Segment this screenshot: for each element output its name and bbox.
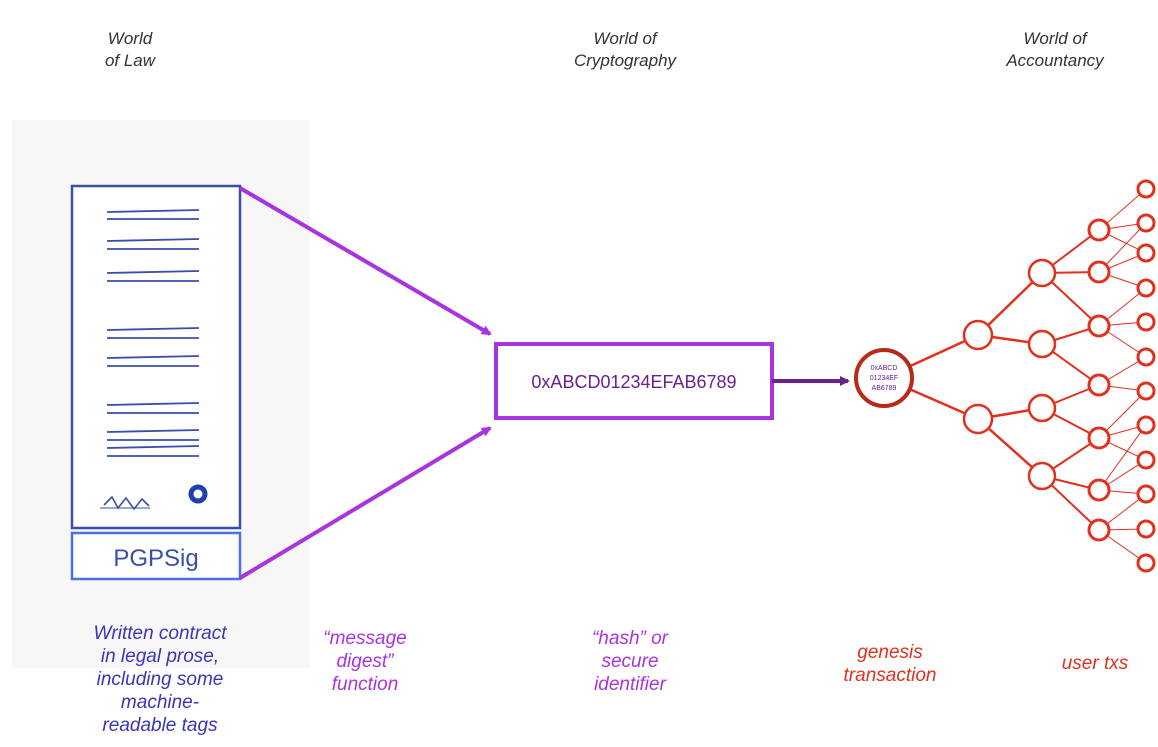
header-crypto-line2: Cryptography: [573, 51, 677, 70]
seal-icon: [188, 484, 208, 504]
caption-digest-line2: digest”: [336, 651, 394, 672]
tx-node: [1136, 179, 1156, 199]
contract-document: PGPSig: [70, 184, 242, 581]
tx-node: [1087, 373, 1111, 397]
header-world-of-cryptography: World of Cryptography: [550, 28, 700, 72]
tx-node: [1027, 329, 1057, 359]
header-law-line2: of Law: [104, 51, 156, 70]
header-crypto-line1: World of: [593, 29, 657, 48]
tx-node: [1136, 415, 1156, 435]
tx-node: [1136, 450, 1156, 470]
tx-node: [1027, 393, 1057, 423]
tree-edge-thin: [1098, 424, 1147, 491]
caption-message-digest: “message digest” function: [300, 627, 430, 696]
tx-node: [1136, 213, 1156, 233]
tx-node: [1027, 461, 1057, 491]
caption-hash-identifier: “hash” or secure identifier: [565, 627, 695, 696]
tx-node: [962, 319, 994, 351]
tx-node: [1136, 519, 1156, 539]
tx-node: [1136, 553, 1156, 573]
header-world-of-law: World of Law: [80, 28, 180, 72]
caption-contract-line1: Written contract: [93, 623, 227, 644]
transaction-tree: [883, 179, 1156, 573]
genesis-label-line1: 0xABCD: [871, 365, 898, 372]
pgpsig-label: PGPSig: [113, 545, 198, 572]
genesis-label-line2: 01234EF: [870, 375, 898, 382]
tx-node: [1136, 278, 1156, 298]
signature-scribble: [103, 495, 150, 511]
caption-hash-line1: “hash” or: [591, 628, 669, 649]
tx-node: [1087, 218, 1111, 242]
caption-genesis-transaction: genesis transaction: [815, 641, 965, 687]
header-accountancy-line1: World of: [1023, 29, 1087, 48]
tx-node: [1027, 258, 1057, 288]
arrow-sig-to-hash: [238, 426, 492, 580]
tx-node: [1136, 484, 1156, 504]
arrow-doc-top-to-hash: [238, 186, 492, 336]
tx-node: [1136, 381, 1156, 401]
tx-node: [1136, 243, 1156, 263]
tx-node: [1087, 478, 1111, 502]
caption-digest-line1: “message: [323, 628, 407, 649]
tx-node: [1136, 347, 1156, 367]
genesis-label-line3: AB6789: [872, 385, 897, 392]
caption-user-txs: user txs: [1040, 652, 1150, 675]
hash-value: 0xABCD01234EFAB6789: [531, 372, 736, 392]
caption-hash-line2: secure: [601, 651, 659, 672]
caption-user-line1: user txs: [1061, 653, 1129, 674]
caption-digest-line3: function: [331, 674, 399, 695]
header-world-of-accountancy: World of Accountancy: [980, 28, 1130, 72]
tx-node: [1087, 518, 1111, 542]
tx-node: [1087, 314, 1111, 338]
header-law-line1: World: [107, 29, 153, 48]
caption-genesis-line2: transaction: [843, 665, 937, 686]
caption-written-contract: Written contract in legal prose, includi…: [65, 622, 255, 737]
document-text-lines: [106, 209, 200, 457]
header-accountancy-line2: Accountancy: [1006, 51, 1104, 70]
caption-contract-line4: machine-: [120, 692, 200, 713]
caption-contract-line5: readable tags: [102, 715, 218, 736]
pgpsig-box: [70, 531, 242, 581]
tx-node: [1087, 426, 1111, 450]
tx-node: [962, 403, 994, 435]
tx-node: [1087, 260, 1111, 284]
caption-contract-line3: including some: [96, 669, 224, 690]
caption-hash-line3: identifier: [594, 674, 666, 695]
genesis-node: [854, 348, 914, 408]
caption-genesis-line1: genesis: [857, 642, 923, 663]
caption-contract-line2: in legal prose,: [100, 646, 220, 667]
tx-node: [1136, 312, 1156, 332]
